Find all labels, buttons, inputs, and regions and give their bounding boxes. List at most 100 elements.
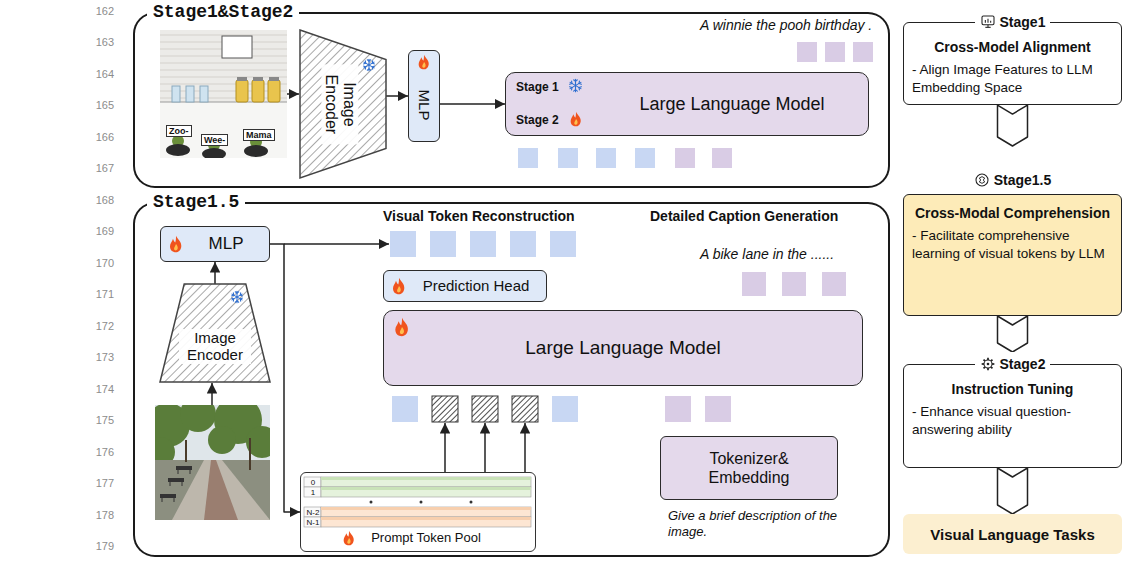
- party-photo-part: [160, 70, 287, 71]
- stage-box: Cross-Model Alignment- Align Image Featu…: [903, 22, 1122, 105]
- line-number: 166: [80, 131, 114, 143]
- gear-icon-part: [986, 363, 989, 366]
- flame-icon-part: [397, 286, 401, 292]
- snow-icon-part: [363, 61, 375, 70]
- encoder-block: Image Encoder: [160, 284, 270, 382]
- chart-icon: [980, 14, 996, 30]
- chart-icon-part: [990, 21, 991, 23]
- pool-rows-part: [304, 487, 321, 497]
- mlp-box: MLP: [160, 226, 270, 262]
- encoder-shape-part: [160, 284, 270, 382]
- snow-icon-part-part: [237, 292, 239, 293]
- visual-token: [558, 148, 578, 168]
- line-number: 172: [80, 320, 114, 332]
- row-index: 1: [305, 489, 322, 497]
- party-photo-part: [236, 80, 248, 102]
- visual-token: [470, 231, 496, 257]
- street-photo: [155, 405, 270, 520]
- flame-icon-part: [571, 112, 581, 127]
- stage-box: Visual Language Tasks: [903, 514, 1122, 554]
- party-photo-part: [186, 86, 194, 102]
- party-photo-part: [160, 77, 287, 78]
- street-photo-part: [168, 478, 184, 482]
- street-photo-part: [170, 482, 171, 486]
- flow-arrow: [484, 423, 486, 472]
- caption-text: A bike lane in the ......: [700, 246, 834, 262]
- pool-rows-part: [304, 507, 321, 517]
- box-label: Tokenizer& Embedding: [689, 449, 809, 487]
- flame-icon: [568, 111, 584, 127]
- snow-icon: [230, 290, 244, 304]
- snow-icon-part-part: [578, 88, 580, 90]
- street-photo-part: [204, 460, 238, 520]
- street-photo-part: [155, 460, 270, 520]
- flame-icon: [390, 277, 408, 295]
- pool-rows-part: [321, 507, 531, 517]
- visual-token: [390, 231, 416, 257]
- section-label: Detailed Caption Generation: [650, 208, 838, 224]
- flame-icon-part: [419, 55, 429, 70]
- pool-label: Prompt Token Pool: [371, 530, 481, 545]
- party-photo-part: [222, 36, 252, 58]
- snow-icon-part-part: [237, 301, 239, 302]
- line-number: 167: [80, 162, 114, 174]
- line-number: 170: [80, 257, 114, 269]
- line-number: 178: [80, 509, 114, 521]
- snow-icon-part: [231, 293, 243, 302]
- stage-title: Cross-Modal Comprehension: [912, 205, 1113, 221]
- stage-heading: Stage1: [903, 10, 1122, 34]
- line-number: 164: [80, 68, 114, 80]
- chart-icon-part: [987, 19, 988, 23]
- visual-token: [510, 231, 536, 257]
- stage-heading-text: Stage2: [1000, 356, 1046, 372]
- snow-icon-part-part: [369, 69, 371, 70]
- snow-icon-part-part: [240, 294, 242, 296]
- masked-token: [472, 396, 498, 422]
- flow-arrow: [284, 243, 389, 245]
- party-photo-part: [200, 86, 208, 102]
- text-token: [797, 42, 817, 62]
- flame-icon-part: [347, 538, 350, 544]
- snow-icon-part: [569, 81, 582, 90]
- stage-node: Stage1.5Cross-Modal Comprehension- Facil…: [903, 146, 1122, 316]
- street-photo-part: [208, 426, 236, 454]
- snow-icon-part-part: [364, 67, 366, 69]
- snow-icon-part-part: [239, 299, 241, 301]
- snow-icon-part-part: [570, 83, 572, 85]
- snow-icon-part-part: [369, 60, 371, 61]
- stage-node: Stage1Cross-Model Alignment- Align Image…: [903, 10, 1122, 105]
- snow-icon-part-part: [232, 299, 234, 301]
- line-number: 173: [80, 351, 114, 363]
- mlp-box: MLP: [408, 50, 440, 142]
- street-photo-part: [176, 466, 192, 470]
- stage-heading-patch: Stage1.5: [969, 168, 1057, 192]
- line-number: 174: [80, 383, 114, 395]
- party-photo-part: [160, 63, 287, 64]
- visual-token: [430, 231, 456, 257]
- encoder-label: Image Encoder: [179, 329, 251, 364]
- chart-icon-part: [982, 16, 994, 25]
- box-label: Large Language Model: [525, 337, 720, 360]
- masked-token: [432, 396, 458, 422]
- snow-icon-part-part: [364, 62, 366, 64]
- flame-icon: [416, 54, 432, 70]
- visual-token: [518, 148, 538, 168]
- flow-arrow: [287, 93, 299, 95]
- pool-rows-part: [420, 501, 423, 504]
- text-token: [853, 42, 873, 62]
- pool-rows-part: [321, 477, 531, 480]
- text-token: [822, 272, 846, 296]
- snow-icon-part-part: [371, 67, 373, 69]
- line-number: 169: [80, 225, 114, 237]
- chart-icon-part: [987, 25, 988, 28]
- stage-node: Stage2Instruction Tuning- Enhance visual…: [903, 352, 1122, 468]
- chart-icon-part: [984, 20, 985, 23]
- flame-icon-part: [344, 531, 354, 546]
- flow-arrow: [444, 423, 446, 472]
- caption-text: A winnie the pooh birthday .: [700, 17, 872, 33]
- flame-icon: [392, 317, 412, 337]
- sign-text: Wee-: [201, 134, 228, 146]
- snow-icon-part: [363, 61, 375, 70]
